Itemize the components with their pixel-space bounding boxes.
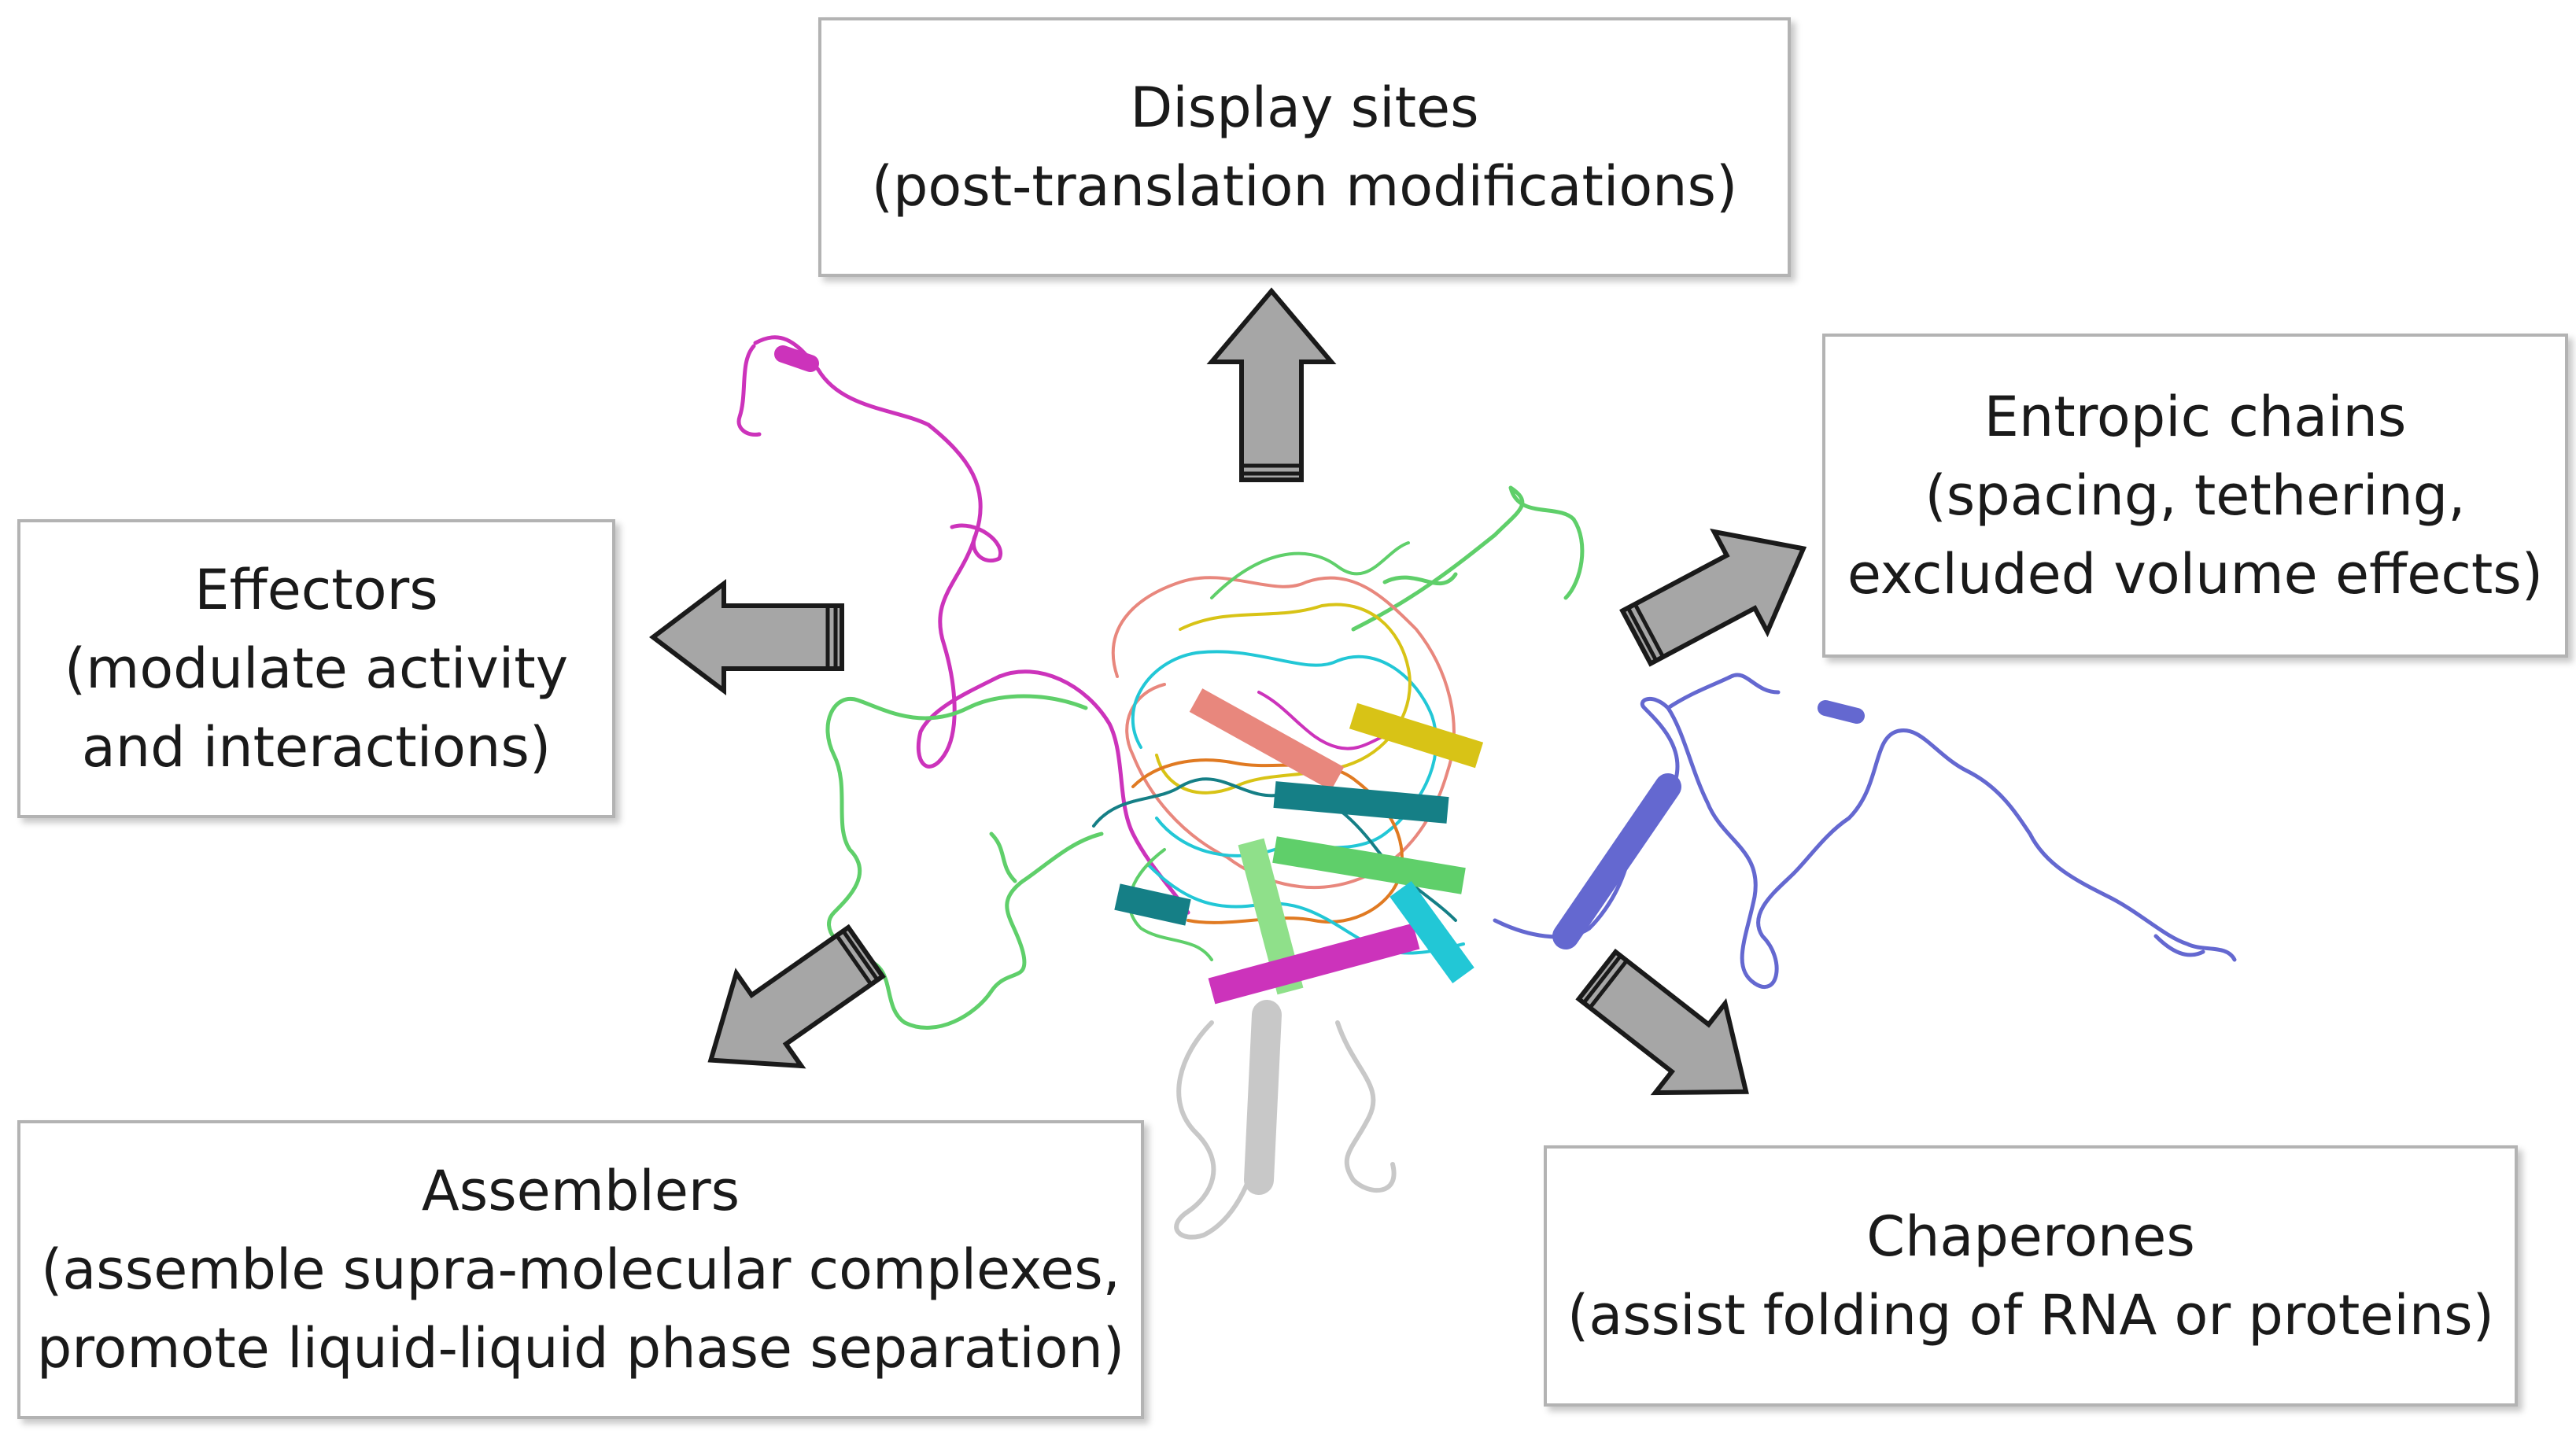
teal-helix-left: [1114, 883, 1191, 926]
blue-helix-small: [1818, 700, 1865, 724]
arrow-downright-chaperones: [1575, 948, 1749, 1096]
green-chain-upper-right: [1351, 485, 1585, 632]
green-disordered-chain: [825, 694, 1104, 1030]
salmon-helix: [1189, 688, 1345, 791]
blue-disordered-chain: [1493, 673, 2237, 990]
gray-disordered-chain: [1174, 1020, 1397, 1240]
magenta-disordered-chain: [736, 335, 1190, 915]
effectors-box: Effectors (modulate activity and interac…: [17, 519, 615, 818]
protein-structure-ensemble: [736, 335, 2237, 1240]
arrow-left-effectors: [649, 578, 844, 696]
yellow-helix: [1349, 702, 1484, 769]
display-sites-subtitle: (post-translation modifications): [871, 154, 1738, 219]
chaperones-title: Chaperones: [1866, 1204, 2195, 1269]
assemblers-line2: (assemble supra-molecular complexes,: [41, 1237, 1120, 1302]
cyan-helix: [1389, 881, 1474, 983]
gray-helix: [1244, 1000, 1282, 1195]
blue-helix: [1552, 773, 1681, 949]
teal-helix: [1273, 781, 1449, 824]
display-sites-box: Display sites (post-translation modifica…: [818, 17, 1791, 277]
magenta-helix: [1208, 923, 1420, 1005]
assemblers-line3: promote liquid-liquid phase separation): [36, 1316, 1125, 1381]
chaperones-subtitle: (assist folding of RNA or proteins): [1567, 1283, 2494, 1348]
entropic-chains-box: Entropic chains (spacing, tethering, exc…: [1822, 334, 2568, 658]
arrow-downleft-assemblers: [707, 924, 886, 1069]
display-sites-title: Display sites: [1130, 76, 1479, 140]
effectors-title: Effectors: [194, 558, 438, 622]
arrow-upright-entropic: [1619, 528, 1807, 667]
entropic-chains-line3: excluded volume effects): [1847, 542, 2544, 607]
arrow-up-display: [1206, 287, 1337, 482]
core-helices: [1114, 688, 1484, 1005]
assemblers-title: Assemblers: [421, 1159, 740, 1223]
chaperones-box: Chaperones (assist folding of RNA or pro…: [1544, 1145, 2518, 1407]
green-helix: [1272, 836, 1466, 894]
magenta-helix-small: [774, 345, 819, 372]
entropic-chains-title: Entropic chains: [1984, 385, 2407, 449]
effectors-line3: and interactions): [81, 715, 552, 780]
assemblers-box: Assemblers (assemble supra-molecular com…: [17, 1120, 1144, 1419]
effectors-line2: (modulate activity: [64, 636, 569, 701]
entropic-chains-line2: (spacing, tethering,: [1925, 463, 2466, 528]
